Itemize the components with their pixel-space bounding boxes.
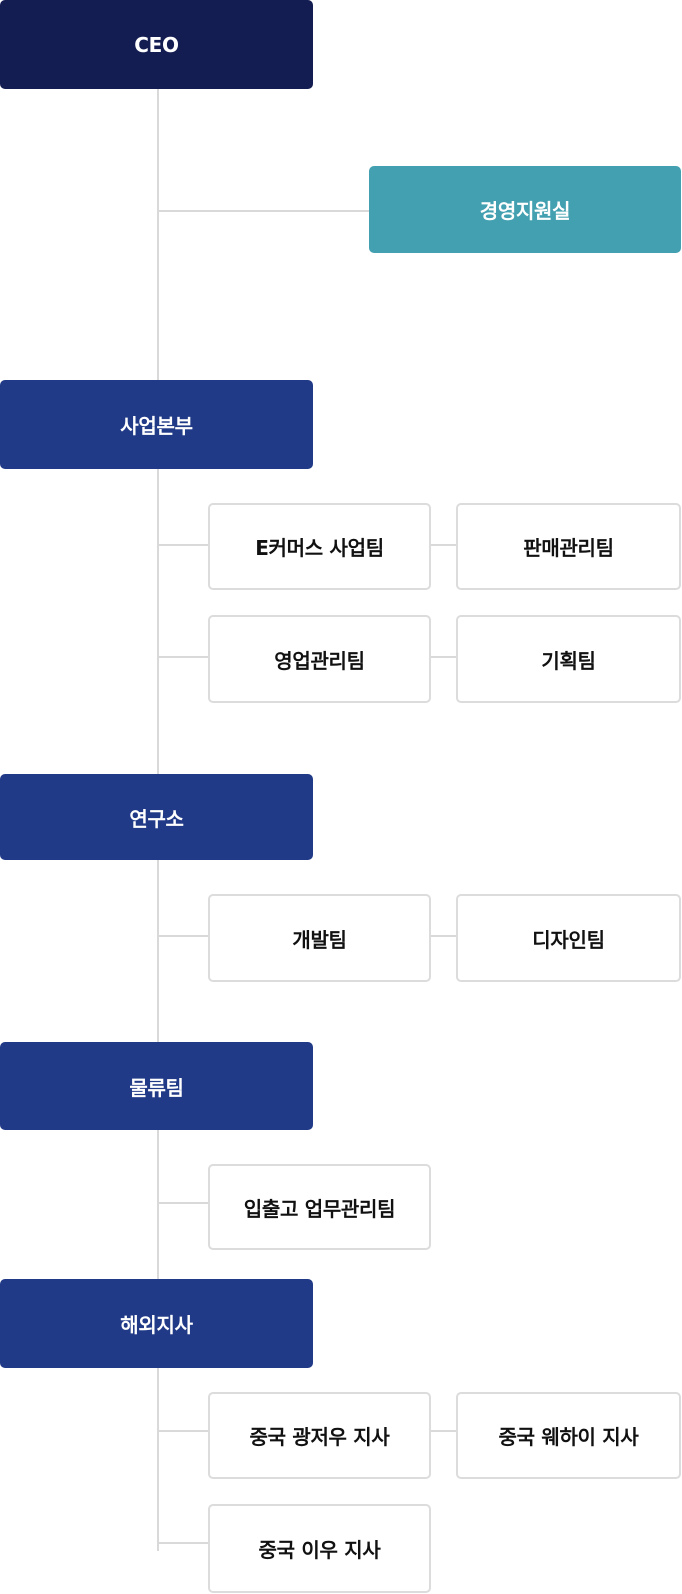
team-box: 디자인팀 — [456, 894, 681, 982]
team-box: 기획팀 — [456, 615, 681, 703]
team-connector — [430, 1430, 457, 1432]
support-office-label: 경영지원실 — [479, 199, 571, 223]
team-box: 중국 광저우 지사 — [208, 1392, 431, 1479]
division-label: 물류팀 — [129, 1075, 184, 1100]
team-connector — [430, 544, 457, 546]
team-box: 개발팀 — [208, 894, 431, 982]
team-connector — [158, 1542, 208, 1544]
team-connector — [158, 656, 208, 658]
ceo-box: CEO — [0, 0, 313, 89]
team-connector — [158, 935, 208, 937]
division-box: 물류팀 — [0, 1042, 313, 1130]
team-box: 중국 웨하이 지사 — [456, 1392, 681, 1479]
team-box: E커머스 사업팀 — [208, 503, 431, 590]
team-label: 기획팀 — [541, 648, 596, 673]
team-connector — [430, 656, 457, 658]
division-box: 연구소 — [0, 774, 313, 860]
division-label: 해외지사 — [120, 1313, 193, 1337]
support-connector — [158, 210, 370, 212]
team-connector — [158, 544, 208, 546]
team-box: 입출고 업무관리팀 — [208, 1164, 431, 1250]
team-connector — [430, 935, 457, 937]
division-box: 사업본부 — [0, 380, 313, 469]
team-label: 중국 웨하이 지사 — [498, 1425, 639, 1449]
team-connector — [158, 1202, 208, 1204]
team-label: 개발팀 — [292, 927, 347, 952]
team-label: 디자인팀 — [532, 927, 605, 952]
team-box: 판매관리팀 — [456, 503, 681, 590]
support-office-box: 경영지원실 — [369, 166, 681, 253]
team-label: E커머스 사업팀 — [255, 536, 384, 560]
team-label: 중국 이우 지사 — [258, 1538, 381, 1562]
team-box: 중국 이우 지사 — [208, 1504, 431, 1593]
team-connector — [158, 1430, 208, 1432]
division-label: 연구소 — [129, 806, 184, 831]
ceo-label: CEO — [134, 32, 179, 57]
team-label: 판매관리팀 — [523, 536, 614, 560]
team-label: 입출고 업무관리팀 — [243, 1196, 396, 1221]
team-box: 영업관리팀 — [208, 615, 431, 703]
team-label: 중국 광저우 지사 — [249, 1425, 390, 1449]
division-label: 사업본부 — [120, 414, 193, 438]
team-label: 영업관리팀 — [274, 648, 365, 673]
division-box: 해외지사 — [0, 1279, 313, 1368]
